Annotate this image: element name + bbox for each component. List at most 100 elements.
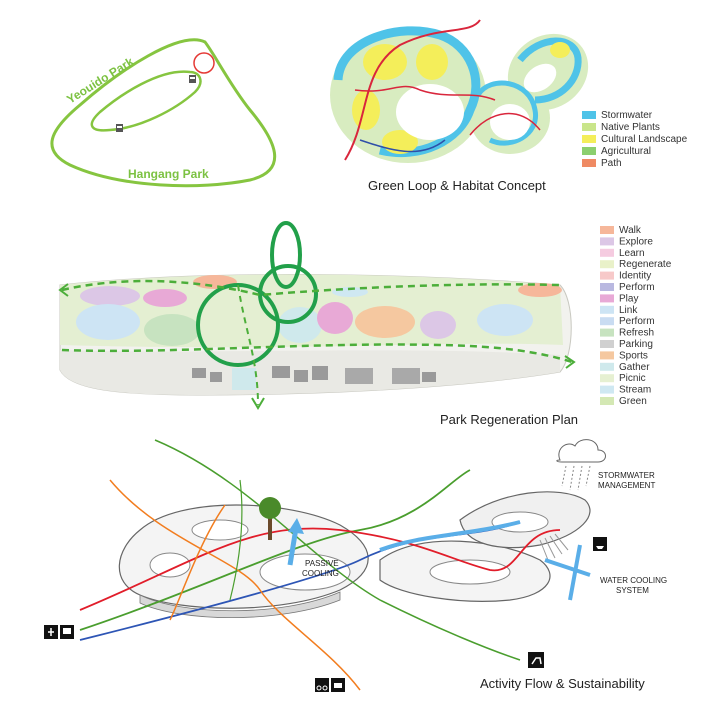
activity-flow: PASSIVE COOLING STORMWATER MANAGEMENT WA… — [44, 439, 667, 692]
green-route — [61, 279, 561, 297]
habitat-legend-swatch — [582, 147, 596, 155]
regen-legend-swatch — [600, 283, 614, 291]
regen-legend-swatch — [600, 351, 614, 360]
bicycle-icon — [315, 678, 329, 692]
stormwater-band — [517, 37, 582, 104]
parking-block — [210, 372, 222, 382]
yeouido-loop — [90, 70, 202, 132]
water-cooling-label: SYSTEM — [616, 586, 649, 595]
zone-explore — [420, 311, 456, 339]
habitat-legend-label: Path — [601, 158, 622, 169]
flow-line-red — [79, 527, 561, 611]
regen-legend-label: Play — [619, 293, 638, 304]
zone-explore — [80, 286, 140, 306]
zone-link — [477, 304, 533, 336]
zone-sports — [355, 306, 415, 338]
regen-legend-label: Stream — [619, 385, 651, 396]
regen-legend-swatch — [600, 226, 614, 234]
route-arrow — [251, 397, 265, 410]
habitat-path — [359, 139, 446, 153]
regen-legend-swatch — [600, 362, 614, 371]
stormwater-label: STORMWATER — [598, 471, 655, 480]
habitat-void — [490, 104, 530, 140]
regen-legend-swatch — [600, 271, 614, 280]
loop-map: Yeouido Park Hangang Park — [50, 38, 277, 188]
green-route — [237, 284, 259, 406]
parking-block — [294, 370, 308, 382]
zone-link — [76, 304, 140, 340]
habitat-legend-swatch — [582, 135, 596, 143]
flow-line-orange-2 — [169, 504, 226, 621]
regen-legend-swatch — [600, 294, 614, 303]
rain-cloud-icon — [556, 439, 606, 463]
station-icon — [189, 75, 196, 83]
parking-block — [272, 366, 290, 378]
regeneration-legend: WalkExploreLearnRegenerateIdentityPerfor… — [600, 225, 672, 407]
habitat-void — [523, 63, 557, 93]
regen-legend-label: Identity — [619, 271, 651, 282]
platform-void — [429, 559, 511, 585]
regen-legend-swatch — [600, 317, 614, 326]
passive-cooling-label: PASSIVE — [305, 559, 339, 568]
parking-block — [345, 368, 373, 384]
regen-legend-label: Learn — [619, 248, 645, 259]
zone-gather — [278, 307, 322, 343]
rain-lines — [561, 465, 591, 491]
cooling-fins — [539, 533, 569, 561]
water-cooling-arrow — [544, 558, 591, 577]
parking-block — [392, 368, 420, 384]
passive-cooling-label: COOLING — [302, 569, 339, 578]
zone-play — [143, 289, 187, 307]
platform-void — [191, 519, 249, 541]
regen-legend-label: Picnic — [619, 373, 646, 384]
parking-block — [312, 366, 328, 380]
habitat-path — [469, 113, 541, 136]
regen-legend-label: Explore — [619, 236, 653, 247]
green-loop-circle — [258, 264, 318, 324]
parking-block — [192, 368, 206, 378]
water-cooling-label: WATER COOLING — [600, 576, 667, 585]
car-icon — [331, 678, 345, 692]
regeneration-caption: Park Regeneration Plan — [440, 412, 578, 427]
regen-legend-label: Perform — [619, 282, 655, 293]
focus-circle — [193, 52, 215, 74]
cooling-arrow-head — [288, 518, 304, 534]
stormwater-band — [475, 80, 538, 146]
gather-block — [232, 368, 256, 390]
flow-line-green-2 — [154, 439, 521, 661]
water-flow-arrow — [379, 520, 521, 552]
tree-trunk — [268, 518, 272, 540]
regen-legend-label: Refresh — [619, 328, 654, 339]
regen-legend-label: Regenerate — [619, 259, 672, 270]
flow-line-orange — [109, 479, 361, 691]
green-loop-circle — [270, 221, 302, 289]
habitat-legend-swatch — [582, 111, 596, 119]
regen-lower-band — [60, 350, 560, 395]
platform-void — [149, 552, 191, 578]
dog-walk-icon — [528, 652, 544, 668]
regen-legend-label: Sports — [619, 350, 648, 361]
cultural-landscape-patch — [550, 42, 570, 58]
habitat-legend-label: Stormwater — [601, 110, 653, 121]
activity-flow-caption: Activity Flow & Sustainability — [480, 676, 645, 691]
regen-legend-swatch — [600, 237, 614, 246]
regen-legend-swatch — [600, 305, 614, 314]
regen-legend-label: Walk — [619, 225, 642, 236]
zone-refresh — [144, 314, 200, 346]
habitat-legend-swatch — [582, 159, 596, 167]
habitat-concept — [330, 19, 589, 163]
regen-legend-swatch — [600, 328, 614, 337]
zone-play — [317, 302, 353, 334]
habitat-legend-label: Cultural Landscape — [601, 134, 688, 145]
regen-legend-label: Link — [619, 305, 638, 316]
cooling-arrow — [287, 527, 299, 566]
bus-icon — [60, 625, 74, 639]
parking-block — [422, 372, 436, 382]
regeneration-plan — [58, 221, 576, 410]
regen-legend-swatch — [600, 385, 614, 394]
regen-legend-swatch — [600, 340, 614, 348]
station-icon — [116, 124, 123, 132]
habitat-caption: Green Loop & Habitat Concept — [368, 178, 546, 193]
cultural-landscape-patch — [382, 130, 418, 154]
